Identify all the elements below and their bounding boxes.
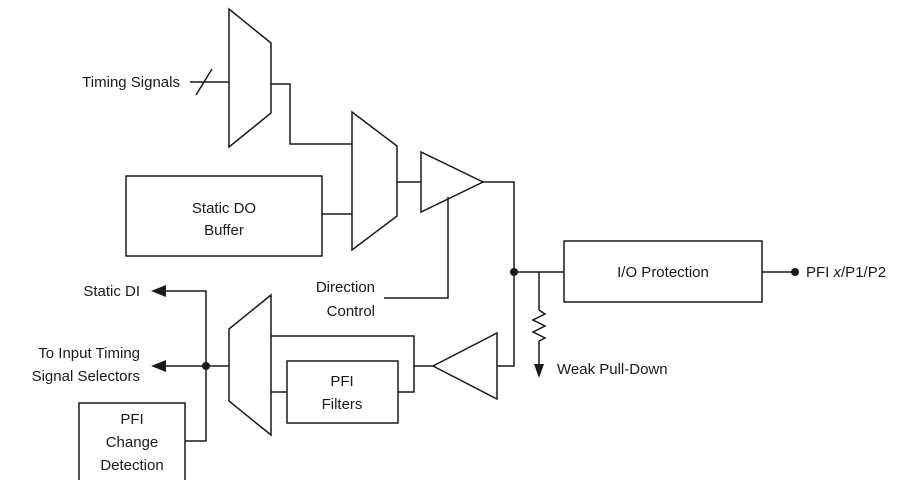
direction-control-label-line2: Control <box>327 303 375 320</box>
receiver-to-filters-wire <box>398 366 415 393</box>
pfi-change-label-line1: PFI <box>120 411 143 428</box>
static-di-arrow <box>151 285 166 297</box>
timing-signals-label: Timing Signals <box>82 74 180 91</box>
io-protection-box <box>563 240 763 303</box>
pfi-change-label-line2: Change <box>106 434 159 451</box>
direction-control-wire <box>384 197 449 299</box>
input-multiplexer <box>228 293 272 437</box>
pfi-change-detection-box <box>78 402 186 480</box>
static-do-buffer-label-line2: Buffer <box>204 222 244 239</box>
node-to-input-buffer-wire <box>497 272 515 367</box>
static-do-buffer-box <box>125 175 323 257</box>
direction-control-label-line1: Direction <box>316 279 375 296</box>
io-protection-label: I/O Protection <box>617 264 709 281</box>
bus-slash <box>195 68 213 96</box>
output-multiplexer <box>351 110 398 252</box>
pulldown-resistor <box>531 309 547 342</box>
pfi-port-label: PFI x/P1/P2 <box>806 264 886 281</box>
pfi-filters-box <box>286 360 399 424</box>
output-driver-buffer <box>420 150 485 214</box>
timing-multiplexer <box>228 7 272 149</box>
static-do-buffer-label-line1: Static DO <box>192 200 256 217</box>
pfi-pin-terminal <box>791 268 799 276</box>
driver-to-node-wire <box>483 181 515 272</box>
to-input-timing-label-line1: To Input Timing <box>38 345 140 362</box>
weak-pull-down-label: Weak Pull-Down <box>557 361 668 378</box>
change-detection-wire <box>185 366 207 442</box>
to-input-timing-label-line2: Signal Selectors <box>32 368 140 385</box>
static-di-label: Static DI <box>83 283 140 300</box>
pfi-change-label-line3: Detection <box>100 457 163 474</box>
to-input-timing-arrow <box>151 360 166 372</box>
mux1-to-mux2-wire <box>271 83 352 145</box>
static-di-wire <box>166 290 207 366</box>
input-receiver-buffer <box>431 331 498 401</box>
pfi-filters-label-line1: PFI <box>330 373 353 390</box>
pfi-filters-label-line2: Filters <box>322 396 363 413</box>
receiver-to-mux3-bypass-wire <box>271 335 433 367</box>
pulldown-ground-arrow <box>534 364 544 378</box>
